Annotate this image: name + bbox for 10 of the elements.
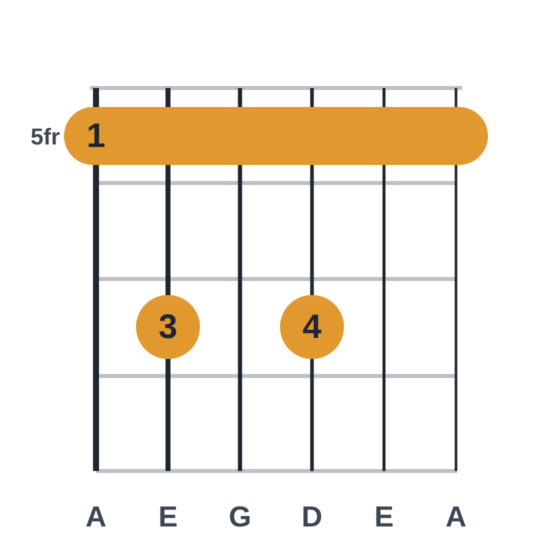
finger-number: 3 (158, 310, 178, 344)
string-name: D (302, 504, 322, 532)
finger-number: 1 (86, 119, 106, 153)
string-name: A (86, 504, 106, 532)
string-name: E (374, 504, 394, 532)
fret-number: 5fr (30, 126, 60, 148)
string-name: G (228, 504, 252, 532)
string-name: A (446, 504, 466, 532)
string-name: E (158, 504, 178, 532)
finger-number: 4 (302, 310, 322, 344)
